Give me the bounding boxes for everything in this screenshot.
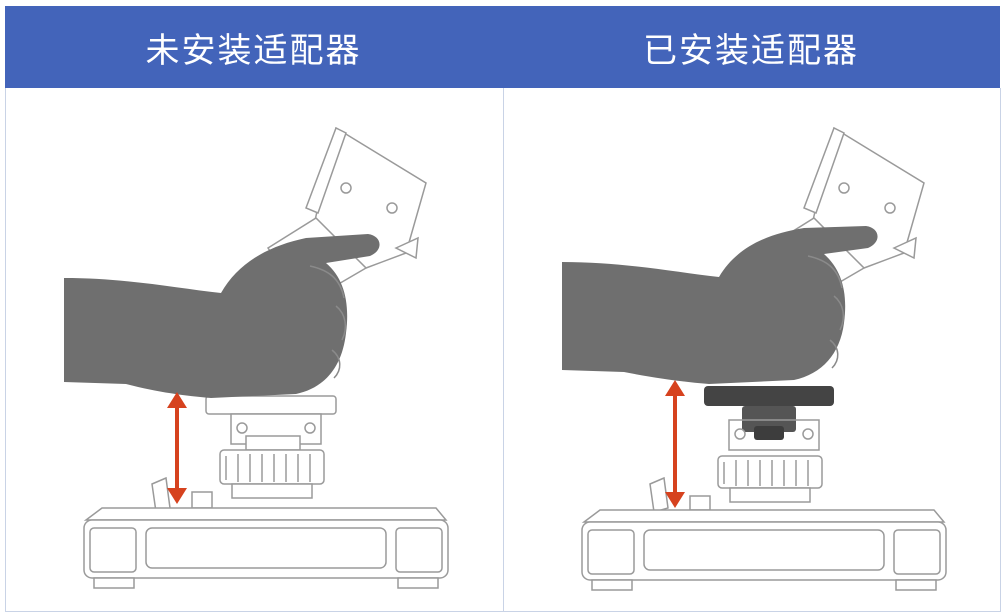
panel-with-adapter [503, 88, 1001, 612]
gimbal-base [83, 476, 449, 589]
hand-shape [64, 234, 380, 398]
hand-crease [807, 255, 845, 369]
header-bar: 未安装适配器 已安装适配器 [5, 6, 1000, 88]
header-with-adapter: 已安装适配器 [643, 30, 859, 71]
adapter [704, 386, 834, 440]
illustration-with-adapter [562, 126, 947, 591]
header-without-adapter: 未安装适配器 [145, 30, 362, 71]
illustration-without-adapter [64, 126, 449, 589]
height-arrow [167, 392, 187, 504]
hand-crease [309, 265, 347, 379]
height-arrow [665, 380, 685, 508]
mount-plate [717, 419, 823, 503]
mount-plate [205, 395, 337, 499]
hand-shape [562, 226, 878, 384]
panel-without-adapter [5, 88, 504, 612]
gimbal-base [581, 476, 947, 591]
